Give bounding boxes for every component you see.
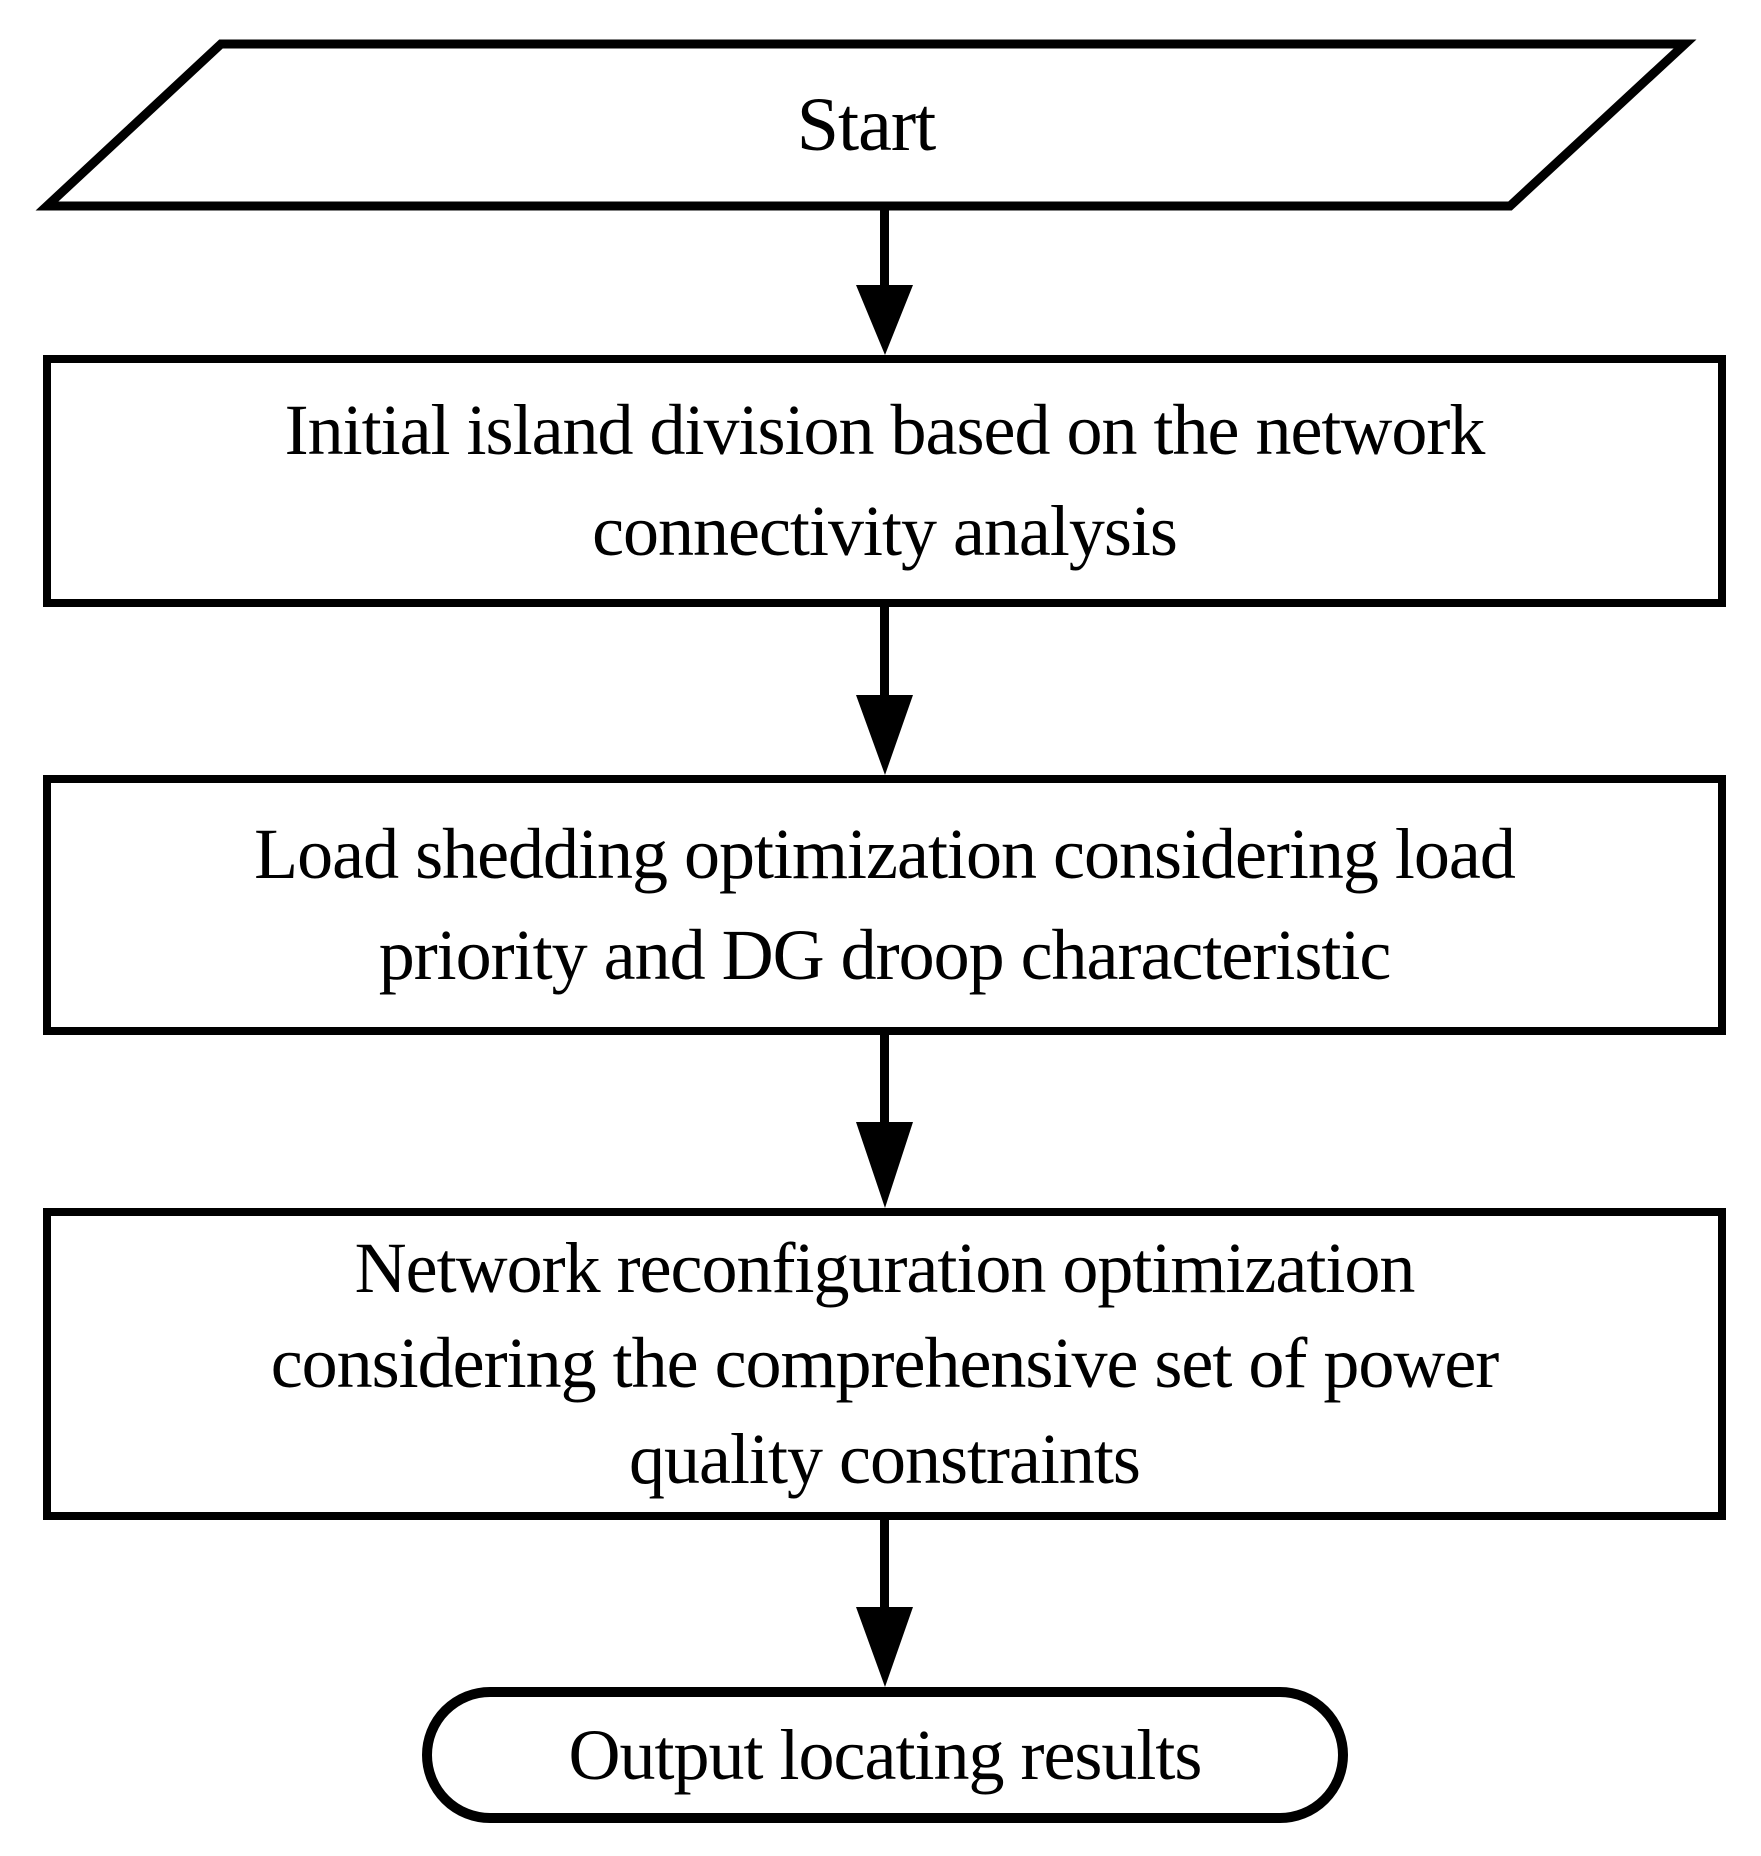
process-box-label-line: considering the comprehensive set of pow… [270, 1323, 1500, 1404]
start-parallelogram-shape [35, 39, 1697, 211]
arrow-down-icon [856, 607, 913, 775]
arrow-down-icon [856, 1035, 913, 1208]
process-box-label-line: Initial island division based on the net… [284, 390, 1486, 471]
arrow-down-icon [856, 210, 913, 355]
end-node-label: Output locating results [568, 1714, 1203, 1795]
process-box-label-line: quality constraints [629, 1418, 1141, 1499]
process-box-load-shedding-optimization: Load shedding optimization considering l… [43, 775, 1726, 1035]
start-node: Start [45, 40, 1687, 210]
process-box-network-reconfiguration: Network reconfiguration optimization con… [43, 1208, 1726, 1520]
end-node: Output locating results [427, 1691, 1343, 1819]
process-box-initial-island-division: Initial island division based on the net… [43, 355, 1726, 607]
end-terminator-shape [422, 1687, 1348, 1823]
arrow-down-icon [856, 1520, 913, 1687]
process-box-label-line: Network reconfiguration optimization [354, 1228, 1416, 1309]
process-box-label-line: priority and DG droop characteristic [378, 915, 1392, 995]
process-box-label-line: connectivity analysis [592, 491, 1178, 571]
process-box-label-line: Load shedding optimization considering l… [254, 814, 1516, 895]
start-node-label: Start [796, 82, 937, 167]
